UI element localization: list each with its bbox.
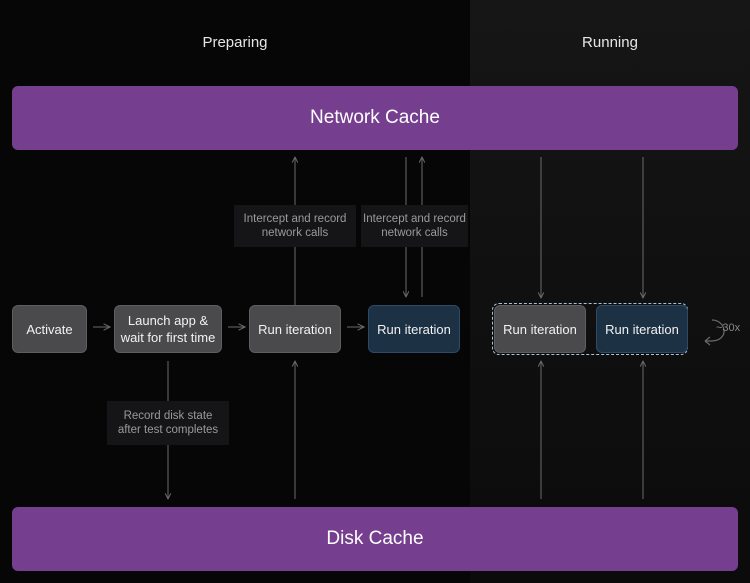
note-text: Intercept and record [243,213,347,225]
step-run-iteration-3: Run iteration [494,305,586,353]
phase-title-preparing: Preparing [202,34,268,51]
step-run-iteration-1: Run iteration [249,305,341,353]
step-activate: Activate [12,305,87,353]
step-run-iteration-2: Run iteration [368,305,460,353]
loop-arrow-head [704,336,712,346]
note-text: Intercept and record [363,213,466,225]
step-launch-label: Launch app & [127,313,209,328]
note-text: Record disk state [123,410,213,422]
step-launch-label: wait for first time [120,330,216,345]
network-cache-bar: Network Cache [12,86,738,150]
note-text: after test completes [117,424,219,436]
note-record-disk-state: Record disk state after test completes [107,401,229,445]
note-text: network calls [261,227,329,239]
loop-arrow [711,319,725,342]
step-launch-app: Launch app & wait for first time [114,305,222,353]
loop-count-label: ~30x [716,322,741,334]
disk-cache-bar: Disk Cache [12,507,738,571]
phase-title-running: Running [582,34,638,51]
note-intercept-record-2: Intercept and record network calls [361,205,468,247]
note-intercept-record-1: Intercept and record network calls [234,205,356,247]
step-run-iteration-4: Run iteration [596,305,688,353]
note-text: network calls [381,227,448,239]
